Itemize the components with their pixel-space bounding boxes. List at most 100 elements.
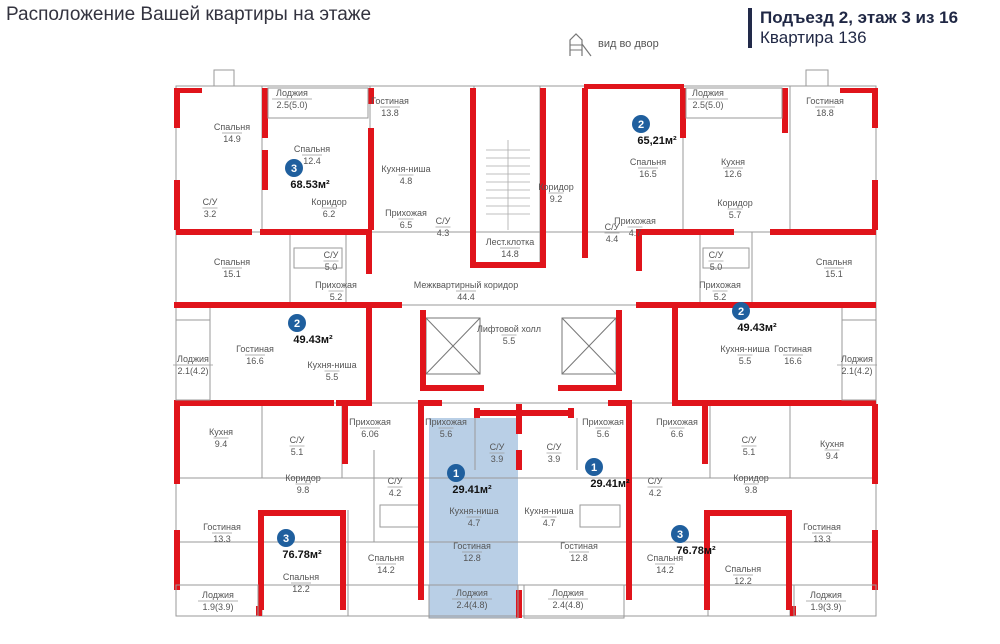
room-area: 5.1 (291, 447, 304, 457)
room-area: 15.1 (223, 269, 241, 279)
room-name: Прихожая (385, 208, 427, 218)
room-count: 3 (291, 163, 297, 175)
room-area: 9.2 (550, 194, 563, 204)
room-name: Гостиная (371, 96, 409, 106)
room-area: 5.0 (710, 262, 723, 272)
apartment-badge-2[interactable]: 249.43м² (288, 314, 333, 346)
room-area: 13.3 (213, 534, 231, 544)
room-55: Спальня 12.2 (725, 564, 761, 586)
apartment-badge-4[interactable]: 129.41м² (447, 464, 492, 496)
room-5: С/У3.2 (202, 197, 218, 219)
room-area: 12.2 (292, 584, 310, 594)
room-area: 5.5 (739, 356, 752, 366)
apartment-badge-1[interactable]: 265,21м² (632, 115, 677, 147)
room-name: Кухня-ниша (524, 506, 573, 516)
apartment-area: 29.41м² (590, 478, 630, 490)
room-area: 5.0 (325, 262, 338, 272)
room-name: Кухня (209, 427, 233, 437)
room-name: Прихожая (315, 280, 357, 290)
room-area: 2.1(4.2) (177, 366, 208, 376)
room-area: 3.9 (548, 454, 561, 464)
room-22: С/У 5.0 (708, 250, 724, 272)
room-name: С/У (709, 250, 724, 260)
room-name: Гостиная (203, 522, 241, 532)
room-area: 18.8 (816, 108, 834, 118)
room-area: 6.06 (361, 429, 379, 439)
room-name: Гостиная (806, 96, 844, 106)
room-area: 12.8 (570, 553, 588, 563)
room-4: Кухня-ниша 4.8 (381, 164, 430, 186)
room-name: Лест.клотка (486, 237, 535, 247)
room-count-circle (732, 302, 750, 320)
room-name: С/У (648, 476, 663, 486)
room-name: С/У (290, 435, 305, 445)
room-name: Коридор (311, 197, 347, 207)
room-area: 5.6 (440, 429, 453, 439)
room-area: 6.5 (400, 220, 413, 230)
room-area: 14.2 (377, 565, 395, 575)
apartment-badge-0[interactable]: 368.53м² (285, 159, 330, 191)
room-area: 2.5(5.0) (692, 100, 723, 110)
room-area: 5.7 (729, 210, 742, 220)
room-name: Лифтовой холл (477, 324, 541, 334)
room-name: Спальня (725, 564, 761, 574)
room-count-circle (671, 525, 689, 543)
room-33: С/У 5.1 (289, 435, 305, 457)
room-area: 5.6 (597, 429, 610, 439)
room-name: Спальня (630, 157, 666, 167)
room-area: 9.4 (215, 439, 228, 449)
room-name: Гостиная (236, 344, 274, 354)
apartment-info: Подъезд 2, этаж 3 из 16 Квартира 136 (748, 8, 958, 48)
room-area: 15.1 (825, 269, 843, 279)
room-name: Прихожая (699, 280, 741, 290)
room-32: Кухня 9.4 (209, 427, 233, 449)
apartment-area: 65,21м² (637, 135, 677, 147)
room-name: Кухня-ниша (381, 164, 430, 174)
room-area: 14.2 (656, 565, 674, 575)
room-name: Лоджия (177, 354, 209, 364)
yard-view-label: вид во двор (598, 38, 659, 50)
room-name: Прихожая (656, 417, 698, 427)
apartment-badge-7[interactable]: 376.78м² (671, 525, 716, 557)
room-count: 2 (294, 318, 300, 330)
apartment-badge-6[interactable]: 376.78м² (277, 529, 322, 561)
apartment-badges: 368.53м²265,21м²249.43м²249.43м²129.41м²… (277, 115, 777, 561)
room-count-circle (632, 115, 650, 133)
room-name: Межквартирный коридор (414, 280, 518, 290)
room-name: Спальня (816, 257, 852, 267)
room-name: Гостиная (560, 541, 598, 551)
room-area: 5.5 (503, 336, 516, 346)
room-area: 4.8 (400, 176, 413, 186)
room-name: Лоджия (202, 590, 234, 600)
room-name: Кухня (820, 439, 844, 449)
room-name: Гостиная (774, 344, 812, 354)
room-48: Гостиная 13.3 (203, 522, 241, 544)
apartment-badge-5[interactable]: 129.41м² (585, 458, 630, 490)
room-name: Прихожая (425, 417, 467, 427)
room-area: 4.7 (543, 518, 556, 528)
room-name: С/У (324, 250, 339, 260)
room-area: 12.2 (734, 576, 752, 586)
room-2: Гостиная 13.8 (371, 96, 409, 118)
room-name: Лоджия (810, 590, 842, 600)
room-area: 12.4 (303, 156, 321, 166)
apartment-badge-3[interactable]: 249.43м² (732, 302, 777, 334)
room-area: 5.1 (743, 447, 756, 457)
room-area: 13.8 (381, 108, 399, 118)
room-name: Кухня-ниша (449, 506, 498, 516)
apartment-area: 76.78м² (282, 549, 322, 561)
